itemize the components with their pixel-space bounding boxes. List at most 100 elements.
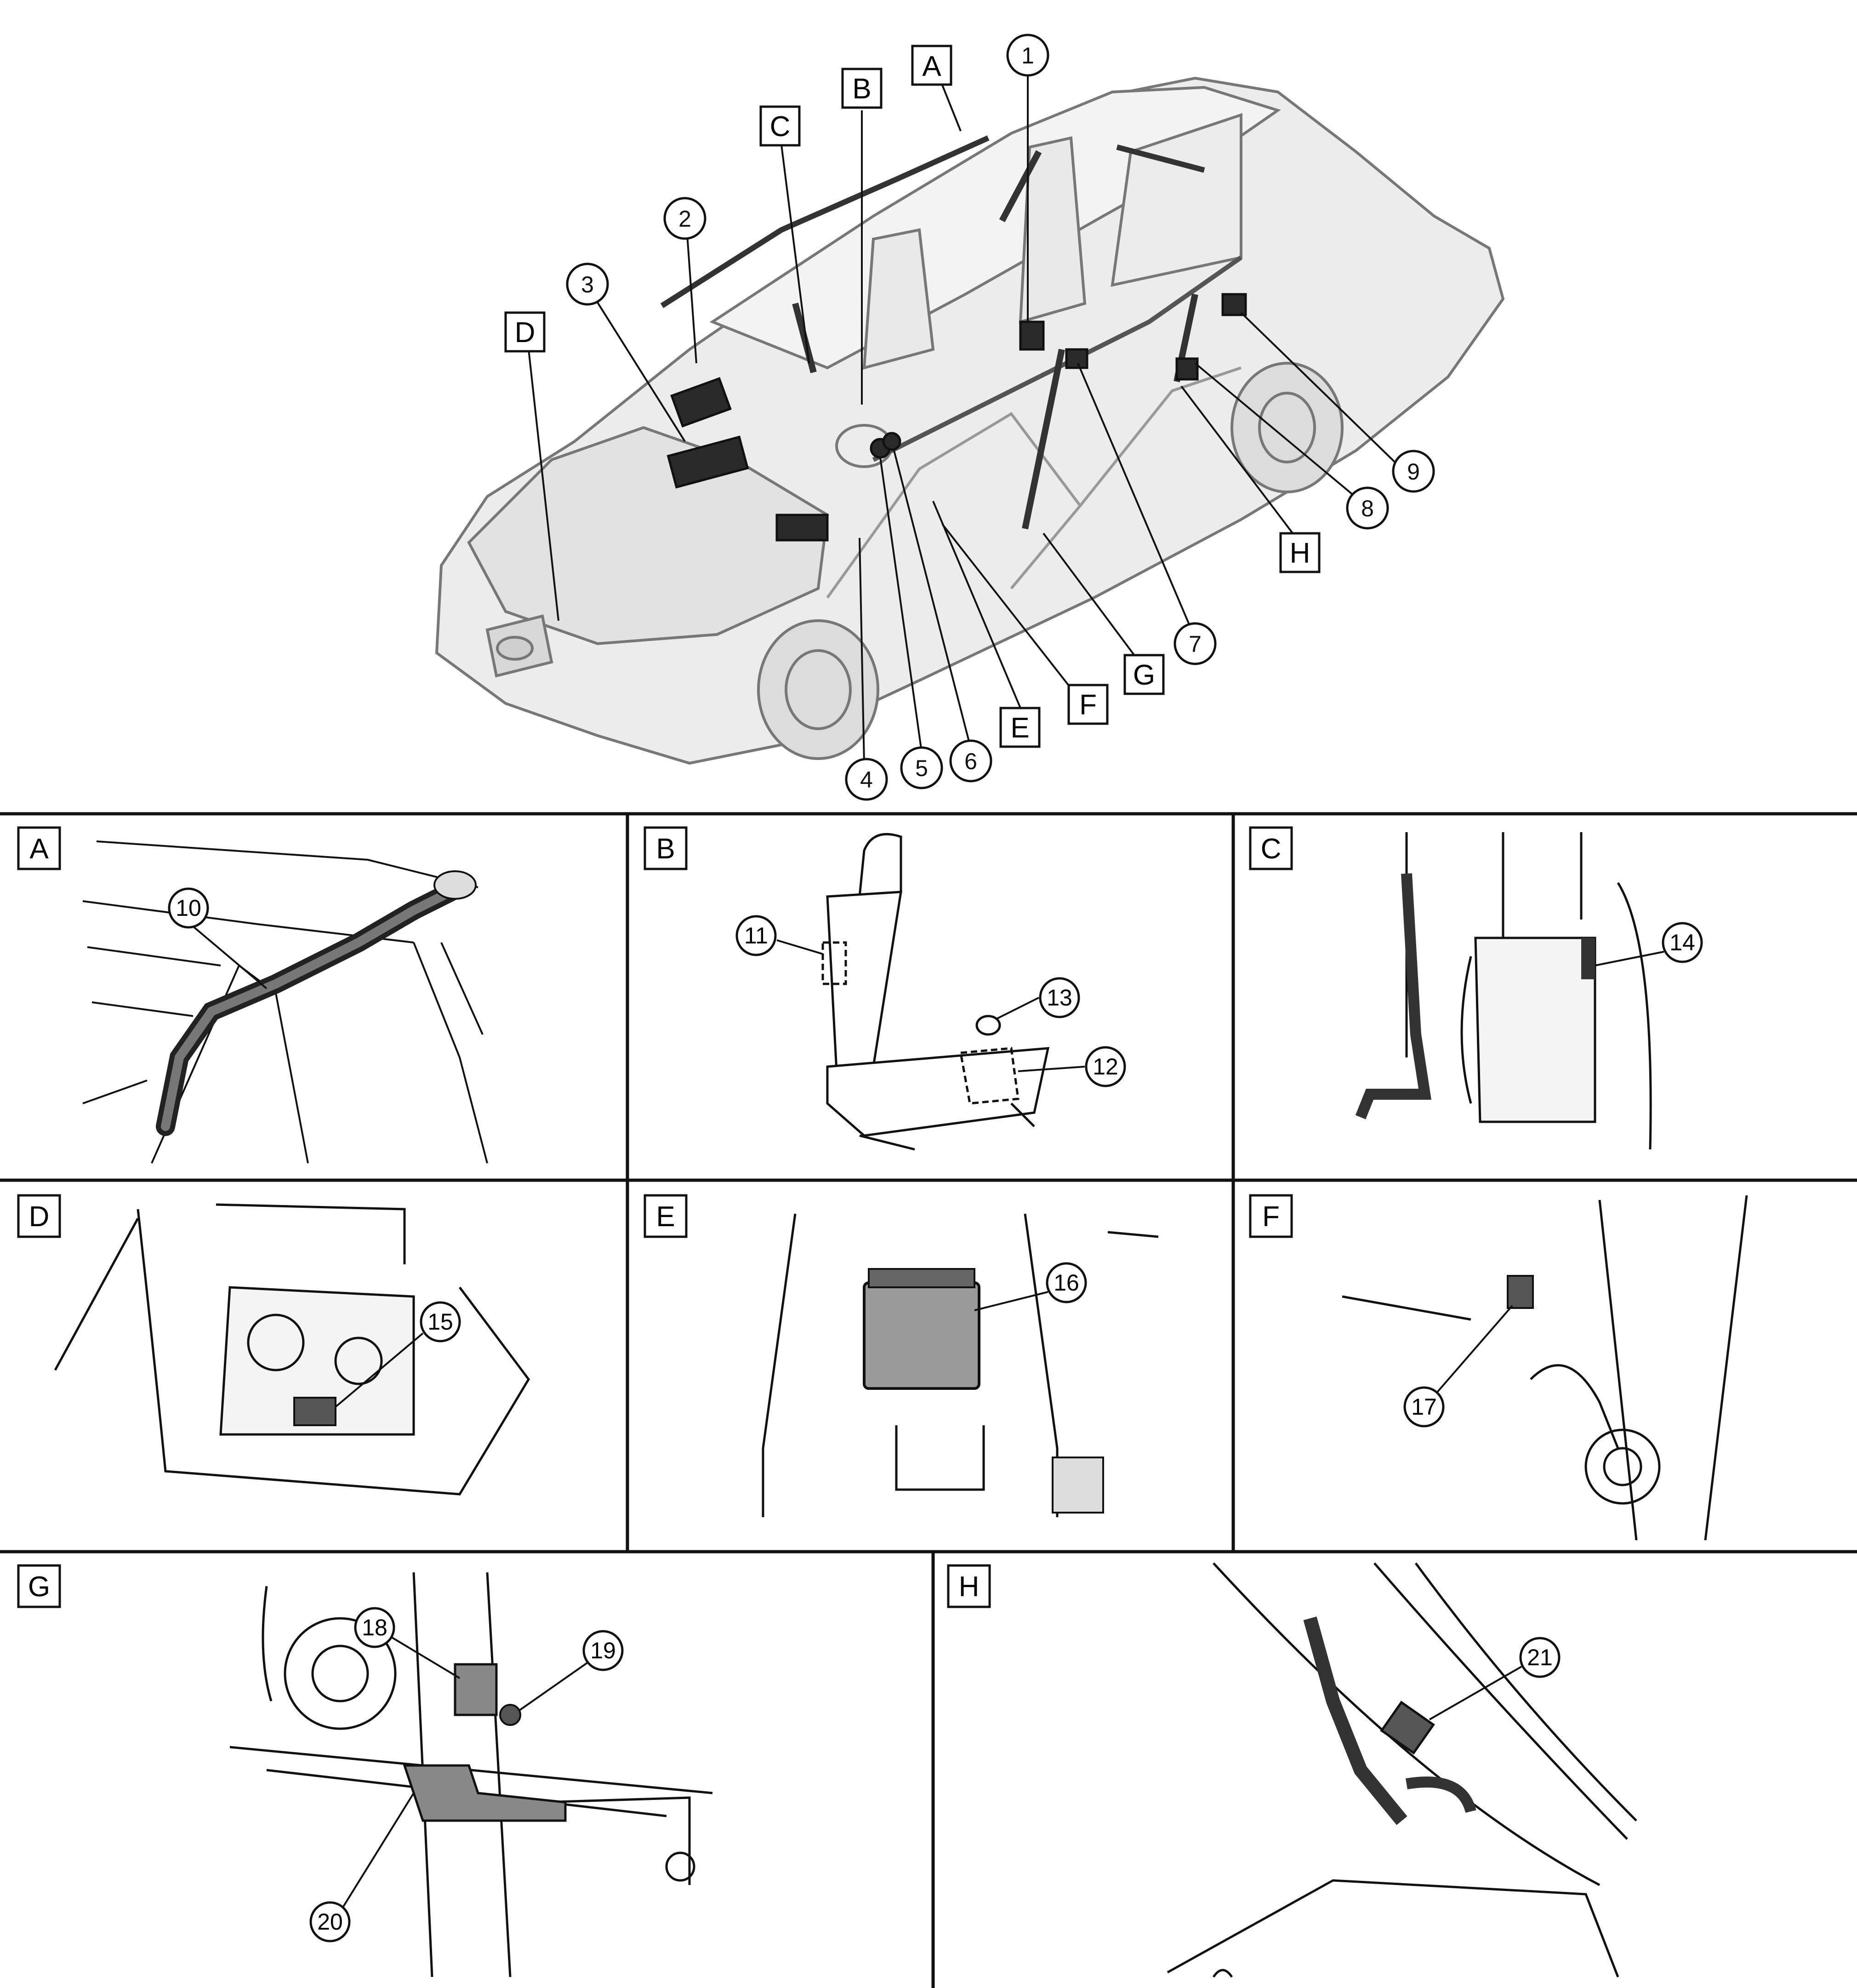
svg-text:9: 9 — [1407, 459, 1420, 485]
vehicle-emblem — [496, 636, 534, 661]
rear-wheel — [1230, 362, 1344, 493]
panel-G: G 18 19 20 — [17, 1564, 713, 1977]
callout-2: 2 — [663, 197, 706, 240]
zone-letter-H-text: H — [1290, 537, 1310, 569]
zone-letter-B-text: B — [852, 73, 871, 105]
callout-8: 8 — [1346, 486, 1389, 530]
callout-21: 21 — [1429, 1637, 1561, 1720]
svg-text:16: 16 — [1054, 1270, 1079, 1296]
seat-drawing — [826, 833, 1050, 1151]
detail-panel-grid — [0, 812, 1857, 1988]
callout-18: 18 — [354, 1607, 461, 1679]
side-impact-sensor-front — [1507, 1275, 1534, 1309]
callout-14: 14 — [1595, 922, 1703, 966]
panel-D: D 15 — [17, 1194, 530, 1496]
svg-text:12: 12 — [1093, 1054, 1118, 1080]
callout-4: 4 — [845, 758, 888, 801]
panel-A-label: A — [29, 833, 49, 865]
component-7-unit — [1065, 348, 1088, 369]
panel-A: A 10 — [17, 826, 488, 1164]
rear-seat — [1111, 113, 1242, 287]
callout-11: 11 — [735, 915, 823, 956]
vehicle-hood — [467, 426, 829, 646]
front-impact-sensor — [293, 1397, 336, 1426]
panel-F-label: F — [1262, 1201, 1280, 1233]
panel-C: C 14 — [1249, 826, 1703, 1150]
front-seat-right — [1019, 136, 1087, 324]
zone-letter-F-text: F — [1079, 689, 1097, 721]
component-9-unit — [1221, 293, 1247, 316]
svg-text:4: 4 — [860, 767, 873, 793]
component-1-unit — [1019, 320, 1045, 351]
seat-belt-front-right — [999, 150, 1042, 223]
callout-20: 20 — [309, 1792, 415, 1942]
svg-text:6: 6 — [964, 748, 977, 774]
panel-H: H 21 — [947, 1562, 1637, 1978]
panel-B: B 11 12 13 — [644, 826, 1126, 1151]
rear-wheel-hub — [1258, 392, 1316, 463]
svg-text:11: 11 — [744, 923, 768, 948]
callout-1: 1 — [1006, 34, 1049, 77]
vehicle-overview — [435, 76, 1505, 765]
svg-text:20: 20 — [317, 1909, 343, 1935]
callout-9: 9 — [1392, 450, 1435, 493]
svg-text:17: 17 — [1411, 1394, 1437, 1420]
zone-letter-E: E — [999, 707, 1041, 748]
callout-13: 13 — [997, 977, 1080, 1019]
callout-16: 16 — [974, 1262, 1087, 1311]
callout-19: 19 — [518, 1630, 624, 1711]
zone-letter-G: G — [1123, 654, 1165, 695]
component-6-unit — [882, 432, 901, 451]
panel-F: F 17 — [1249, 1194, 1748, 1541]
panel-D-label: D — [29, 1201, 50, 1233]
zone-letter-C-text: C — [770, 111, 791, 143]
component-2-unit — [670, 377, 732, 428]
airbag-control-unit — [863, 1281, 980, 1390]
svg-text:1: 1 — [1021, 43, 1034, 69]
panel-G-label: G — [28, 1571, 50, 1603]
overview-part-callouts: 1 2 3 4 5 6 7 8 — [566, 34, 1435, 801]
curtain-airbag-right — [1116, 144, 1205, 173]
panel-E-label: E — [656, 1201, 675, 1233]
component-4-unit — [775, 514, 829, 542]
panel-H-label: H — [959, 1571, 980, 1603]
panel-B-label: B — [656, 833, 675, 865]
zone-letter-C: C — [759, 105, 801, 147]
callout-15: 15 — [335, 1301, 461, 1408]
panel-E: E 16 — [644, 1194, 1159, 1517]
overview-zone-letters: A B C D E F G H — [504, 45, 1321, 748]
callout-6: 6 — [949, 739, 992, 783]
zone-letter-A-text: A — [922, 51, 941, 82]
zone-letter-E-text: E — [1010, 712, 1029, 744]
overview-components — [660, 135, 1247, 542]
component-3-unit — [666, 435, 749, 489]
buckle-switch — [975, 1015, 1001, 1036]
zone-letter-D: D — [504, 311, 546, 353]
svg-text:3: 3 — [581, 272, 594, 297]
panel-C-label: C — [1261, 833, 1282, 865]
zone-letter-F: F — [1067, 684, 1109, 725]
callout-10: 10 — [168, 887, 268, 989]
zone-letter-A: A — [911, 45, 952, 86]
svg-text:2: 2 — [678, 206, 691, 232]
svg-text:7: 7 — [1189, 631, 1202, 657]
seat-belt-rear — [1022, 348, 1065, 530]
callout-17: 17 — [1403, 1305, 1513, 1428]
callout-7: 7 — [1173, 622, 1217, 665]
svg-text:21: 21 — [1527, 1645, 1553, 1670]
rear-side-impact-sensor — [1380, 1701, 1435, 1755]
seat-belt-anchor — [403, 1764, 567, 1822]
svg-text:5: 5 — [915, 755, 928, 781]
svg-text:13: 13 — [1047, 985, 1072, 1011]
svg-text:19: 19 — [590, 1638, 616, 1663]
side-impact-sensor-center — [454, 1663, 498, 1716]
side-airbag-outline — [821, 941, 847, 985]
front-wheel — [757, 619, 879, 760]
zone-letter-G-text: G — [1133, 659, 1155, 691]
curtain-airbag-left — [660, 135, 990, 308]
svg-text:10: 10 — [176, 895, 201, 921]
seat-belt-front-left — [792, 303, 817, 373]
svg-text:15: 15 — [427, 1309, 453, 1335]
svg-text:14: 14 — [1669, 930, 1695, 955]
